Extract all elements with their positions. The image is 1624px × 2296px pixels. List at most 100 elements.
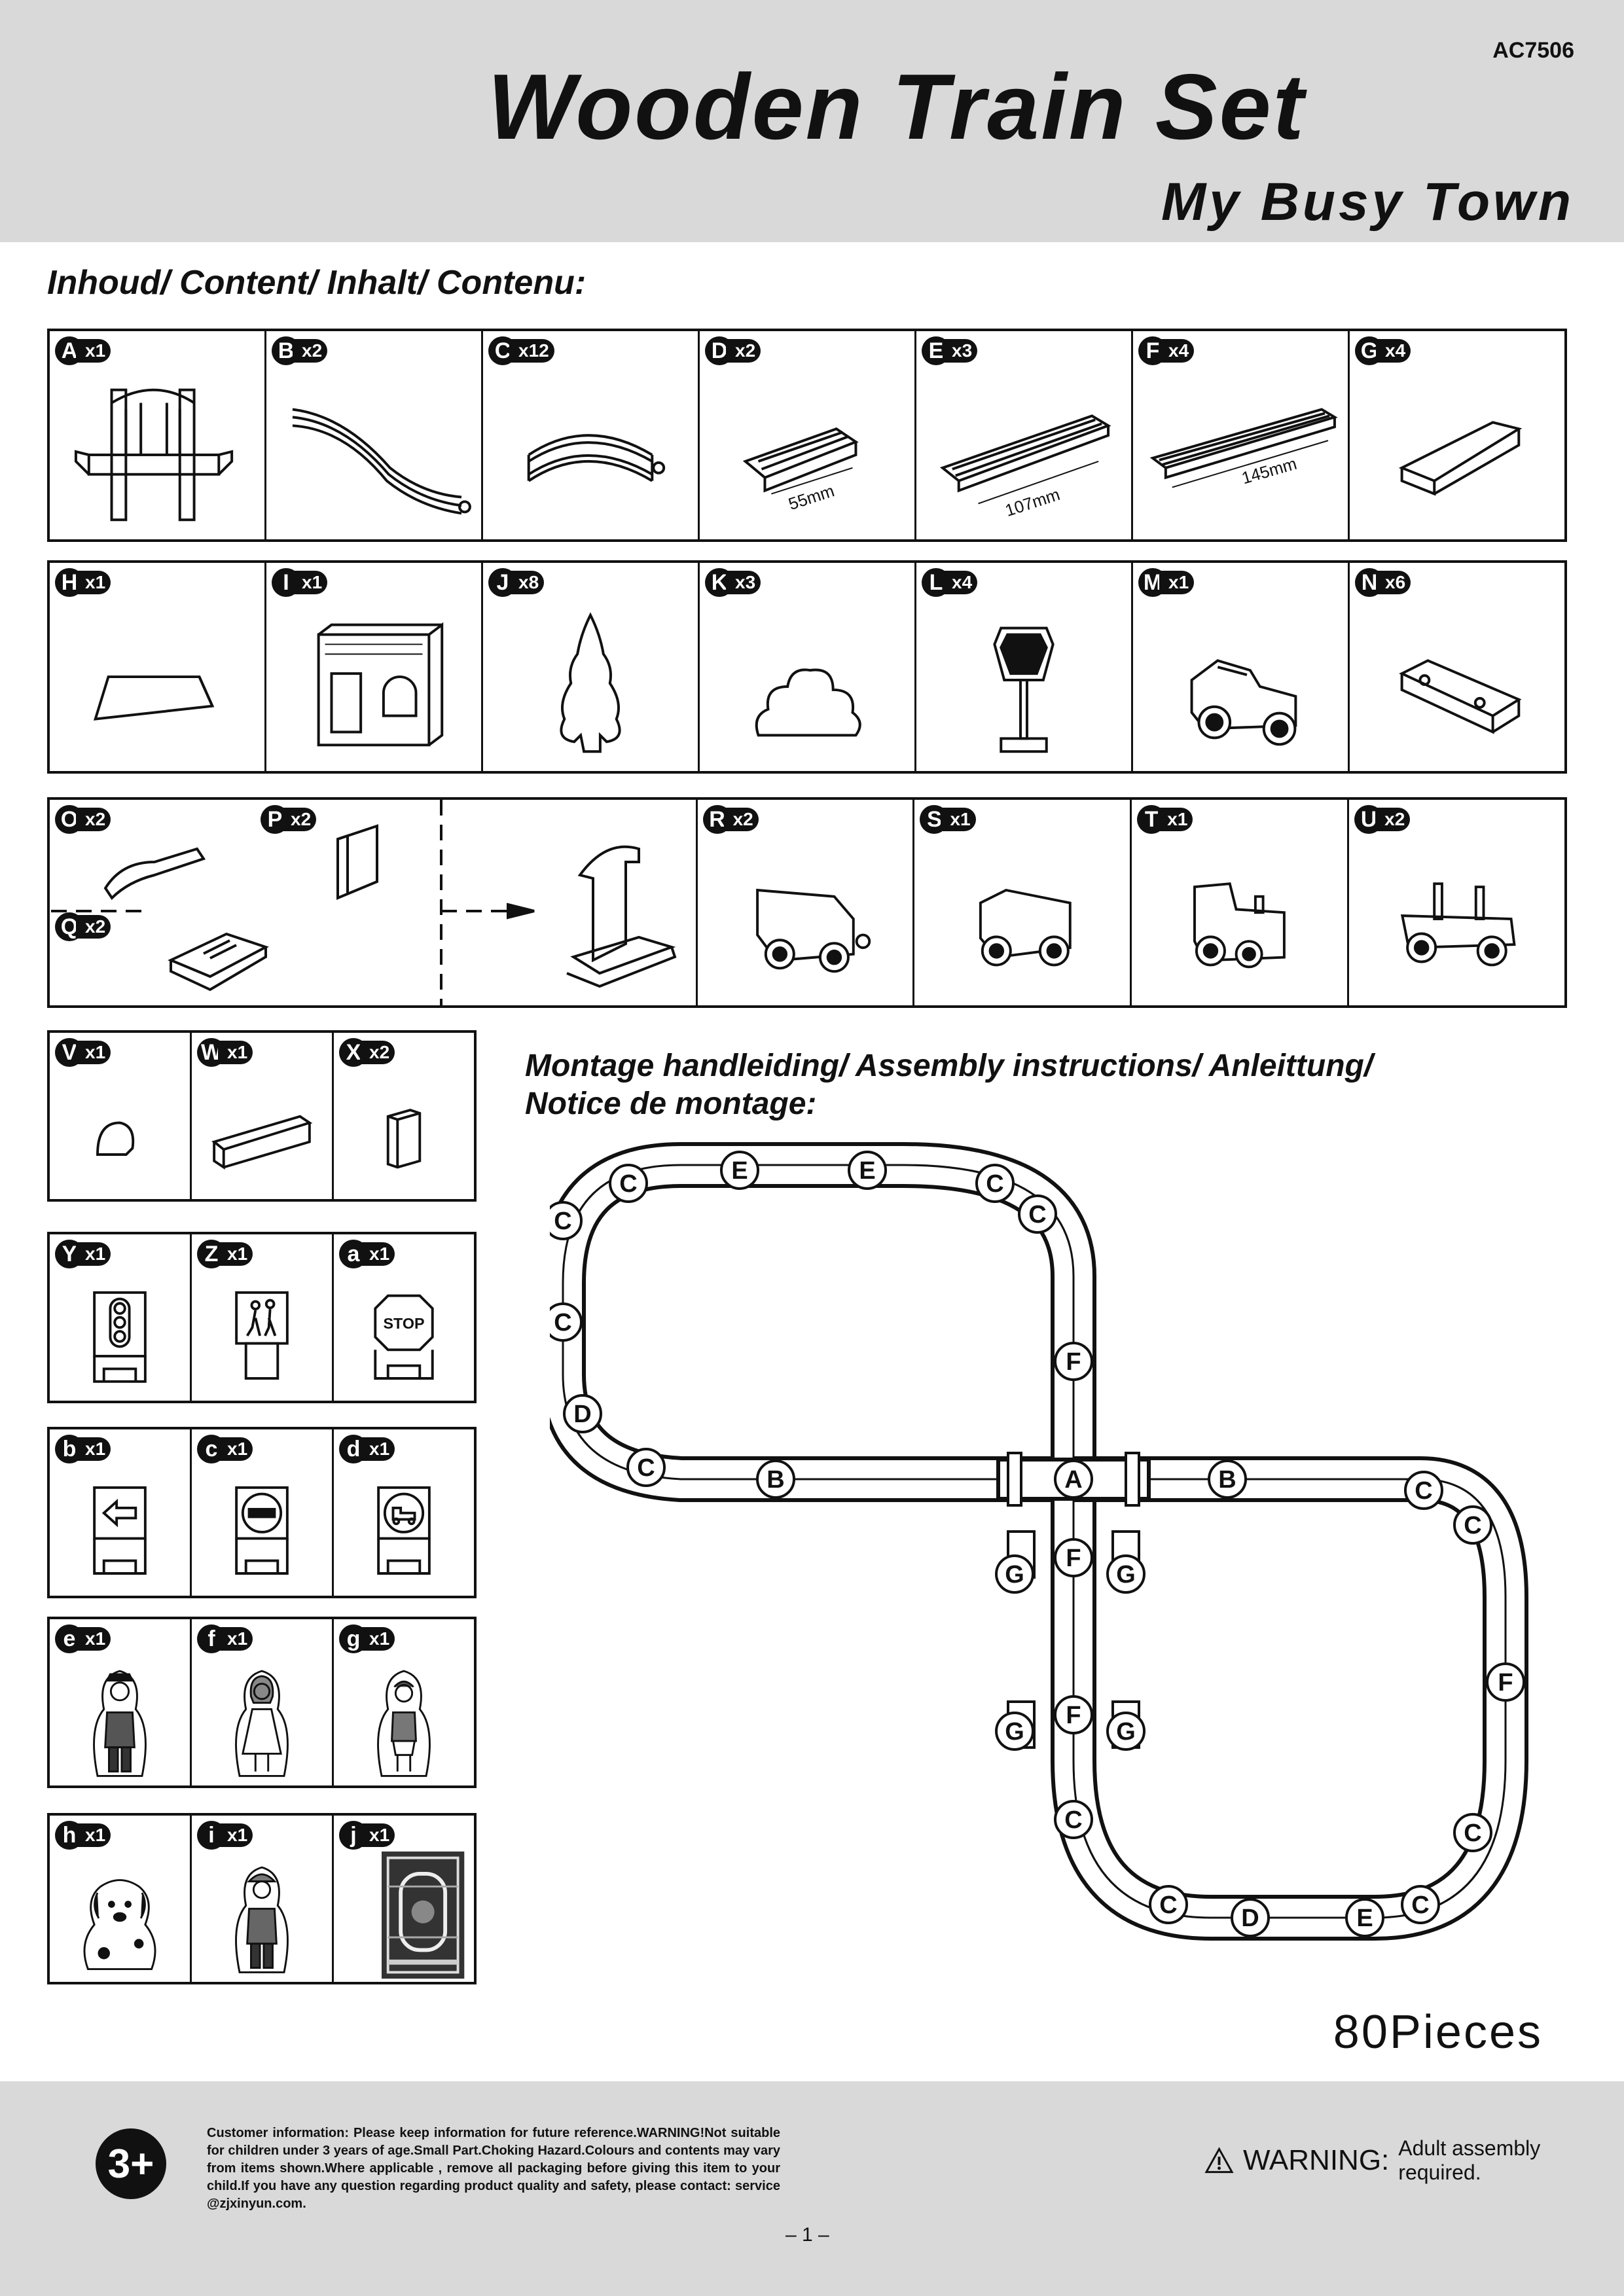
svg-text:C: C [1028, 1201, 1046, 1229]
svg-text:C: C [1159, 1892, 1177, 1919]
ramp-track-icon [292, 408, 471, 515]
locomotive-icon [1193, 882, 1286, 969]
track-piece-label: E [1345, 1898, 1384, 1937]
house-icon [317, 622, 444, 747]
pine-tree-icon [560, 612, 621, 753]
svg-text:E: E [1356, 1905, 1373, 1932]
track-piece-label: D [1231, 1898, 1270, 1937]
connector-block-icon [1399, 659, 1522, 734]
track-piece-label: C [609, 1164, 648, 1203]
svg-text:G: G [1116, 1718, 1136, 1746]
content-heading: Inhoud/ Content/ Inhalt/ Contenu: [47, 264, 586, 302]
svg-text:E: E [731, 1157, 748, 1185]
flatbed-car-icon [1401, 882, 1516, 967]
svg-text:107mm: 107mm [1003, 486, 1062, 520]
svg-text:C: C [554, 1208, 571, 1235]
track-piece-label: C [1149, 1885, 1188, 1924]
wagon-icon [979, 888, 1072, 967]
page-number: – 1 – [785, 2224, 829, 2246]
long-block-icon [211, 1115, 313, 1170]
svg-text:F: F [1066, 1702, 1081, 1729]
short-track-icon: 55mm [742, 427, 859, 514]
train-car-icon [755, 888, 871, 973]
girl-figure-icon [235, 1670, 289, 1777]
svg-text:D: D [1241, 1905, 1259, 1932]
half-circle-block-icon [96, 1121, 135, 1156]
svg-text:C: C [1415, 1477, 1432, 1505]
bush-icon [755, 668, 861, 737]
svg-text:C: C [1064, 1806, 1082, 1834]
track-piece-label: E [848, 1151, 887, 1190]
track-piece-label: C [1404, 1471, 1443, 1510]
svg-text:C: C [1464, 1512, 1481, 1539]
track-piece-label: F [1054, 1695, 1093, 1734]
svg-text:G: G [1116, 1561, 1136, 1588]
wedge-block-icon [93, 675, 215, 721]
svg-text:D: D [573, 1401, 591, 1428]
svg-text:B: B [767, 1466, 784, 1494]
svg-text:B: B [1218, 1466, 1236, 1494]
svg-text:C: C [637, 1454, 655, 1482]
ramp-block-icon [1398, 421, 1523, 496]
track-piece-label: A [1054, 1460, 1093, 1499]
track-piece-label: C [1453, 1813, 1492, 1852]
track-piece-label: C [1453, 1505, 1492, 1545]
track-piece-label: E [720, 1151, 759, 1190]
page-subtitle: My Busy Town [1161, 172, 1574, 232]
svg-text:C: C [986, 1170, 1003, 1198]
customer-notice: Customer information: Please keep inform… [207, 2126, 780, 2211]
svg-text:C: C [554, 1309, 571, 1336]
track-piece-label: C [626, 1448, 666, 1487]
svg-text:F: F [1066, 1348, 1081, 1376]
svg-text:C: C [619, 1170, 637, 1198]
